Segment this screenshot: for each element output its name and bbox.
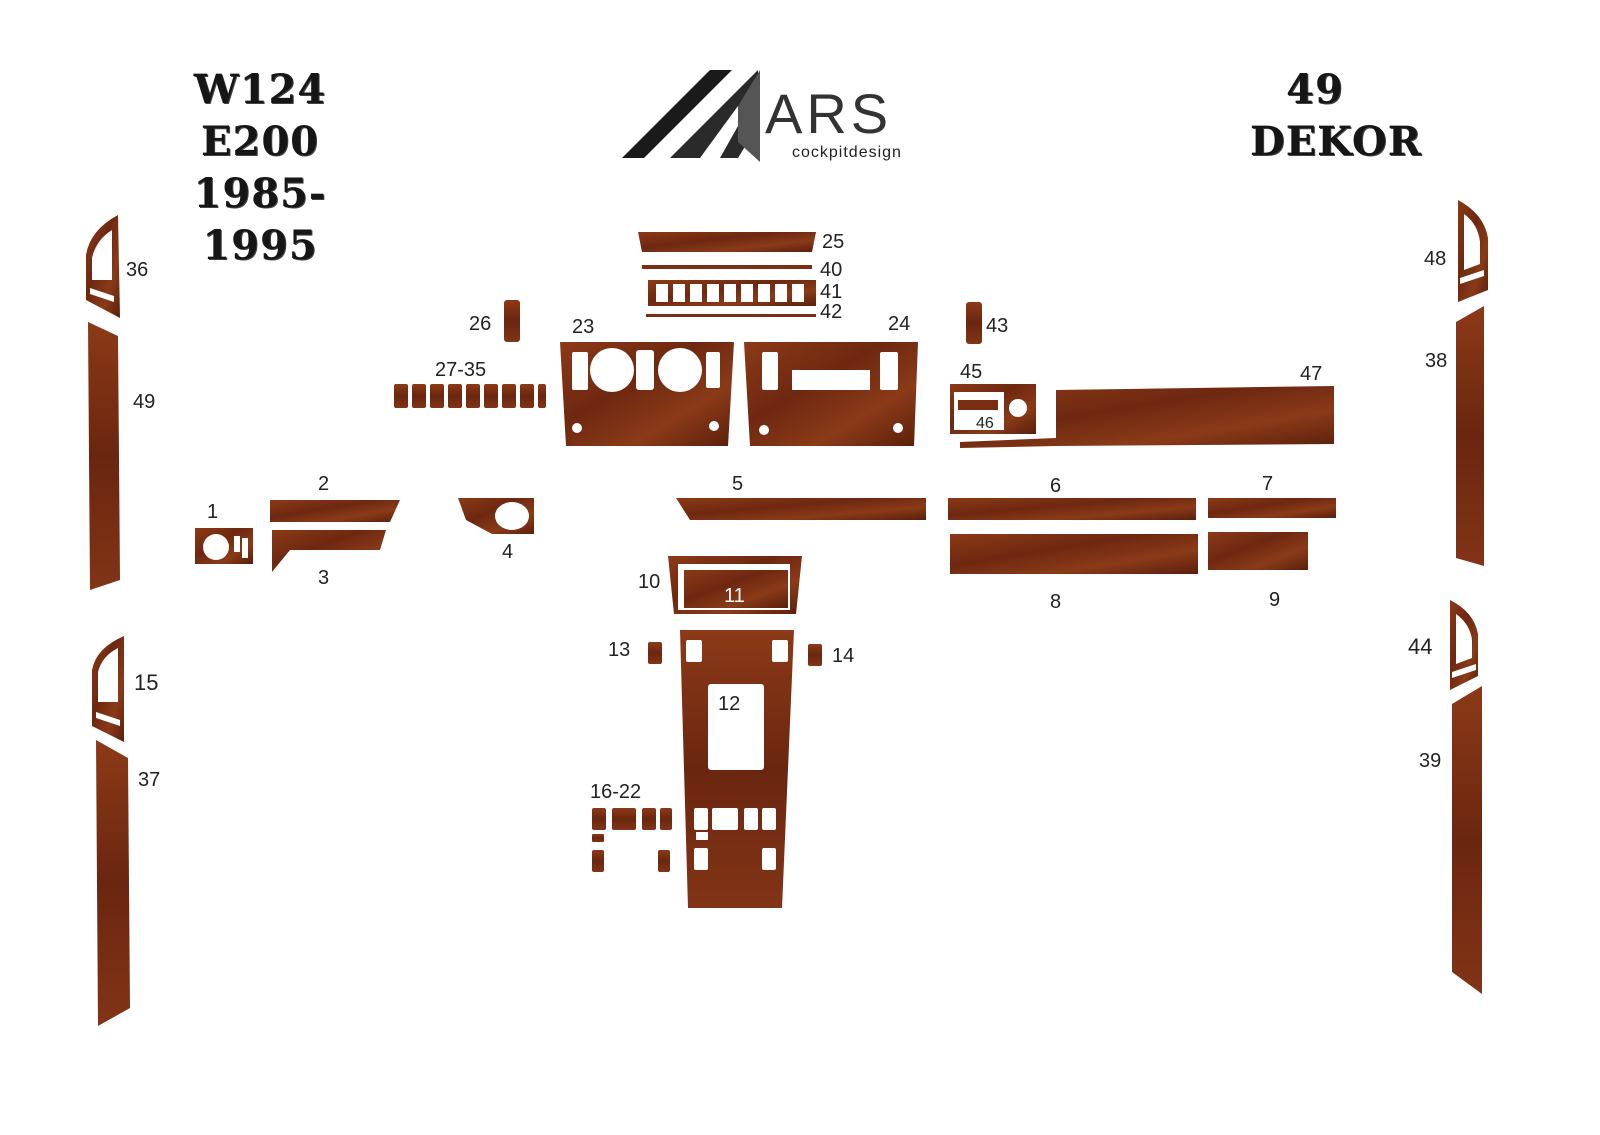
label-11: 11 bbox=[724, 585, 745, 607]
label-24: 24 bbox=[888, 313, 910, 335]
part-15-pillar-top bbox=[92, 636, 124, 742]
part-43-piece bbox=[966, 302, 982, 344]
label-27-35: 27-35 bbox=[435, 359, 486, 381]
label-7: 7 bbox=[1262, 473, 1273, 495]
label-6: 6 bbox=[1050, 475, 1061, 497]
label-12: 12 bbox=[718, 693, 740, 715]
label-2: 2 bbox=[318, 473, 329, 495]
part-36-pillar-top bbox=[86, 215, 120, 318]
part-count-number: 49 bbox=[1286, 66, 1344, 113]
label-4: 4 bbox=[502, 541, 513, 563]
label-3: 3 bbox=[318, 567, 329, 589]
label-37: 37 bbox=[138, 769, 160, 791]
part-6-strip bbox=[948, 498, 1196, 520]
label-10: 10 bbox=[638, 571, 660, 593]
part-49-pillar bbox=[88, 322, 120, 590]
label-49: 49 bbox=[133, 391, 155, 413]
part-26-piece bbox=[504, 300, 520, 342]
label-43: 43 bbox=[986, 315, 1008, 337]
label-8: 8 bbox=[1050, 591, 1061, 613]
part-2-strip bbox=[270, 500, 400, 522]
label-23: 23 bbox=[572, 316, 594, 338]
label-45: 45 bbox=[960, 361, 982, 383]
part-13-piece bbox=[648, 642, 662, 664]
label-44: 44 bbox=[1408, 634, 1432, 659]
brand-tagline: cockpitdesign bbox=[792, 144, 902, 161]
label-46: 46 bbox=[976, 415, 994, 432]
label-39: 39 bbox=[1419, 750, 1441, 772]
label-38: 38 bbox=[1425, 350, 1447, 372]
label-9: 9 bbox=[1269, 589, 1280, 611]
part-16-22-tiles bbox=[592, 808, 672, 872]
model-title: W124 E200 1985-1995 bbox=[140, 64, 380, 272]
part-39-pillar bbox=[1452, 686, 1482, 994]
label-13: 13 bbox=[608, 639, 630, 661]
label-40: 40 bbox=[820, 259, 842, 281]
part-40-strip bbox=[642, 265, 812, 269]
part-7-strip bbox=[1208, 498, 1336, 518]
label-36: 36 bbox=[126, 259, 148, 281]
part-25-strip bbox=[638, 232, 816, 252]
part-38-pillar bbox=[1456, 306, 1484, 566]
part-37-pillar bbox=[96, 740, 130, 1026]
part-23-panel bbox=[560, 342, 734, 446]
part-14-piece bbox=[808, 644, 822, 666]
part-12-console bbox=[680, 630, 794, 908]
brand-name: ARS bbox=[765, 82, 893, 145]
part-labels: 1 2 3 4 5 6 7 8 9 10 11 12 13 14 15 16-2… bbox=[126, 231, 1447, 803]
label-42: 42 bbox=[820, 301, 842, 323]
part-27-35-tiles bbox=[394, 384, 546, 408]
part-1-gauge-trim bbox=[195, 528, 253, 564]
label-41: 41 bbox=[820, 281, 842, 303]
part-9-strip bbox=[1208, 532, 1308, 570]
model-name: W124 E200 bbox=[193, 66, 327, 165]
part-46-insert bbox=[958, 400, 998, 410]
part-42-strip bbox=[646, 314, 816, 317]
label-26: 26 bbox=[469, 313, 491, 335]
label-15: 15 bbox=[134, 670, 158, 695]
part-45-panel bbox=[950, 384, 1036, 434]
part-3-strip bbox=[272, 530, 386, 572]
part-47-strip bbox=[960, 386, 1334, 448]
part-11-insert bbox=[684, 570, 788, 608]
label-47: 47 bbox=[1300, 363, 1322, 385]
part-24-panel bbox=[744, 342, 918, 446]
part-4-trim bbox=[458, 498, 534, 534]
part-41-vent-trim bbox=[648, 280, 816, 306]
brand-logo-icon bbox=[622, 70, 760, 162]
label-25: 25 bbox=[822, 231, 844, 253]
part-48-pillar-top bbox=[1458, 200, 1488, 302]
label-48: 48 bbox=[1424, 248, 1446, 270]
label-14: 14 bbox=[832, 645, 854, 667]
label-16-22: 16-22 bbox=[590, 781, 641, 803]
part-5-strip bbox=[676, 498, 926, 520]
label-1: 1 bbox=[207, 501, 218, 523]
model-years: 1985-1995 bbox=[193, 170, 327, 269]
part-8-strip bbox=[950, 534, 1198, 574]
part-44-pillar-top bbox=[1450, 600, 1478, 690]
label-5: 5 bbox=[732, 473, 743, 495]
